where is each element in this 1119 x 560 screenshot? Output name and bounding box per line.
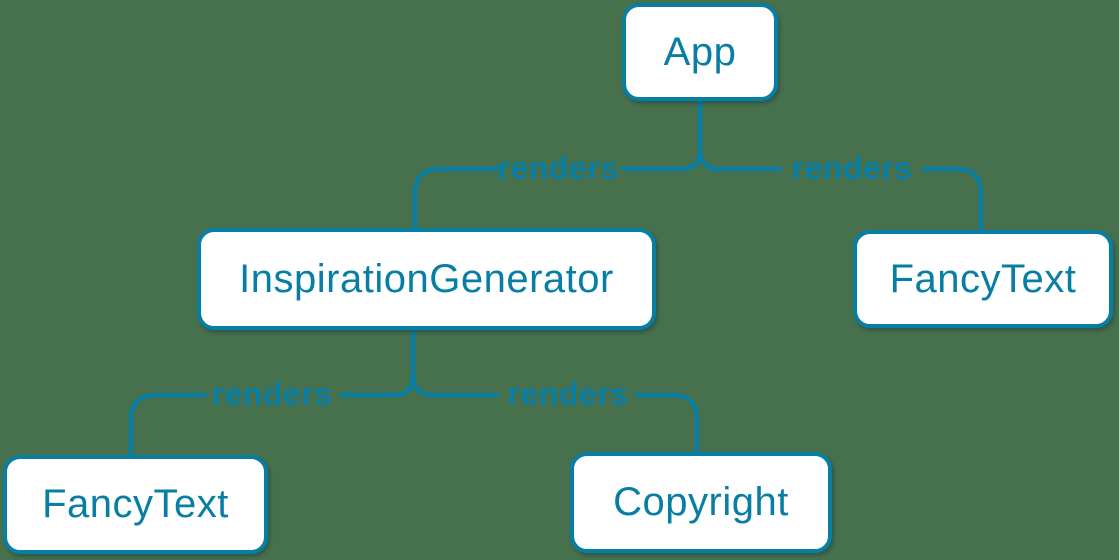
node-fancy-text-right-label: FancyText [889,256,1077,301]
edge-inspirationgenerator-to-fancytext-descent [128,392,208,458]
edge-inspirationgenerator-to-copyright-line [410,372,500,398]
node-app: App [622,3,778,101]
edge-app-to-inspirationgenerator-descent [412,166,501,231]
node-fancy-text-left-label: FancyText [42,482,229,526]
edge-label-renders-top-left: renders [497,150,619,186]
edge-app-to-inspirationgenerator-line [620,98,703,172]
node-fancy-text-right: FancyText [853,230,1113,328]
edge-label-renders-bottom-left: renders [211,376,333,412]
node-fancy-text-left: FancyText [3,455,268,554]
node-app-label: App [663,29,737,74]
edge-label-renders-bottom-right: renders [507,376,629,412]
edge-app-to-fancytext-descent [921,166,984,233]
edge-label-renders-top-right: renders [791,150,913,186]
node-inspiration-generator-label: InspirationGenerator [239,256,614,301]
edge-app-to-fancytext-line [697,147,783,172]
node-inspiration-generator: InspirationGenerator [197,228,656,330]
node-copyright: Copyright [570,452,832,553]
node-copyright-label: Copyright [613,480,789,524]
edge-inspirationgenerator-to-copyright-descent [634,392,700,455]
edge-inspirationgenerator-to-fancytext-line [338,327,416,398]
